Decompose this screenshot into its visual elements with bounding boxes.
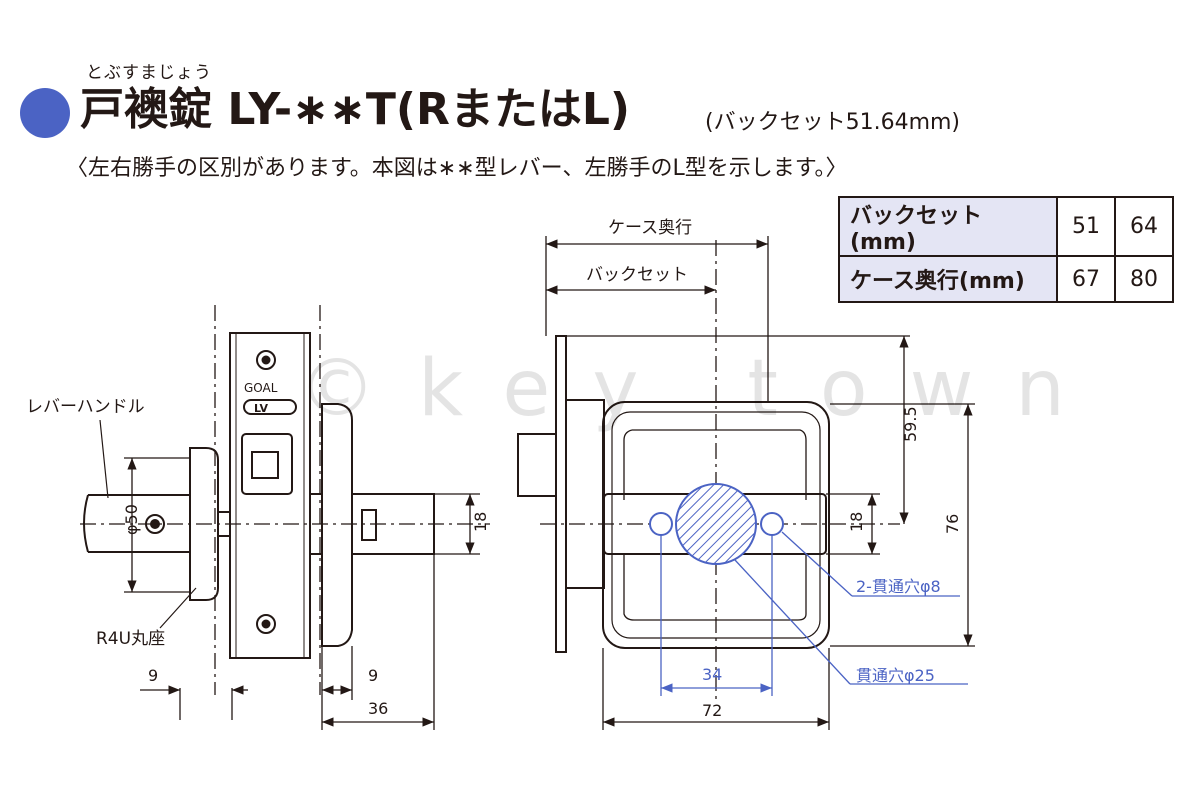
through-hole-25 (675, 483, 757, 565)
table-row: ケース奥行(mm) 67 80 (838, 255, 1174, 303)
dim-9-left: 9 (148, 666, 158, 685)
latch-square (251, 451, 279, 479)
handing-note: 〈左右勝手の区別があります。本図は∗∗型レバー、左勝手のL型を示します。〉 (66, 156, 848, 181)
brand-badge (243, 399, 297, 415)
rose-inner (611, 411, 821, 639)
label-case-depth: ケース奥行 (608, 218, 692, 238)
dim-34: 34 (702, 665, 722, 684)
set-screw-icon (145, 514, 165, 534)
page-title: 戸襖錠 LY-∗∗T(RまたはL) (80, 84, 631, 135)
spec-table: バックセット(mm) 51 64 ケース奥行(mm) 67 80 (838, 196, 1174, 303)
rose-bevel-bottom (623, 554, 807, 621)
title-ruby: とぶすまじょう (86, 63, 212, 83)
dim-9-right: 9 (368, 666, 378, 685)
model-text: LV (254, 402, 268, 415)
label-through-hole: 貫通穴φ25 (856, 666, 935, 685)
face-plate (555, 335, 567, 653)
latch-bolt (351, 493, 435, 555)
label-lever-handle: レバーハンドル (26, 397, 145, 417)
cell-depth-67: 67 (1056, 255, 1116, 303)
dim-18-front: 18 (847, 512, 866, 532)
leader-hole-8 (781, 531, 853, 597)
side-view (80, 305, 490, 695)
dim-72: 72 (702, 701, 722, 720)
cell-depth-80: 80 (1114, 255, 1174, 303)
front-view (517, 240, 900, 700)
front-dimensions (545, 236, 975, 730)
label-2-through-hole: 2-貫通穴φ8 (856, 577, 941, 596)
label-round-rose: R4U丸座 (96, 629, 165, 649)
leader-lever (99, 419, 109, 499)
lever-handle-shape (83, 494, 190, 553)
table-row: バックセット(mm) 51 64 (838, 196, 1174, 257)
set-screw-center (150, 519, 160, 529)
hole-dimensions (660, 531, 968, 696)
through-hole-8-left (649, 512, 673, 536)
brand-text: GOAL (244, 381, 278, 395)
latch-front (517, 433, 557, 497)
label-backset: バックセット (586, 265, 688, 285)
rose-bevel-top (623, 429, 807, 500)
watermark: ©key town (298, 344, 1107, 434)
row-label-case-depth: ケース奥行(mm) (838, 255, 1058, 303)
case-screw-bottom-icon (256, 614, 276, 634)
row-label-backset: バックセット(mm) (838, 196, 1058, 257)
rose-right (321, 403, 353, 647)
leader-hole-25 (734, 559, 851, 685)
heading-bullet (20, 88, 70, 138)
dim-36: 36 (368, 699, 388, 718)
leader-rose (159, 587, 197, 629)
lock-case-inner (235, 332, 305, 659)
through-hole-8-right (760, 512, 784, 536)
cell-backset-51: 51 (1056, 196, 1116, 257)
dim-76: 76 (943, 514, 962, 534)
rose-left (189, 447, 219, 601)
title-backset: (バックセット51.64mm) (705, 110, 961, 135)
cell-backset-64: 64 (1114, 196, 1174, 257)
case-screw-top-center (261, 355, 271, 365)
latch-tongue (361, 509, 377, 541)
case-screw-bottom-center (261, 619, 271, 629)
dim-phi50: φ50 (122, 504, 141, 535)
dim-18-side: 18 (471, 512, 490, 532)
case-screw-top-icon (256, 350, 276, 370)
side-dimensions (99, 419, 480, 730)
latch-window (241, 433, 293, 495)
dim-59-5: 59.5 (901, 406, 920, 442)
